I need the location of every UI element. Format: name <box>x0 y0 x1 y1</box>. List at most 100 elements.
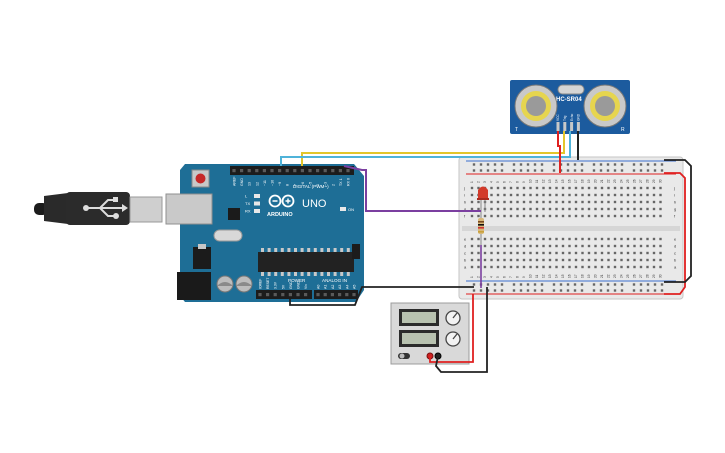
breadboard-hole[interactable] <box>581 244 584 248</box>
usb-port[interactable] <box>165 193 213 225</box>
breadboard-hole[interactable] <box>613 251 617 255</box>
breadboard-hole[interactable] <box>581 214 584 218</box>
breadboard-hole[interactable] <box>483 237 487 241</box>
breadboard-hole[interactable] <box>600 193 604 197</box>
sensor-pin[interactable] <box>576 122 580 131</box>
breadboard-hole[interactable] <box>535 251 539 255</box>
sensor-pin[interactable] <box>556 122 560 131</box>
breadboard-hole[interactable] <box>509 244 513 248</box>
breadboard-hole[interactable] <box>483 214 487 218</box>
breadboard-hole[interactable] <box>483 251 487 255</box>
rail-hole[interactable] <box>512 289 516 292</box>
breadboard-hole[interactable] <box>516 237 519 241</box>
breadboard-hole[interactable] <box>568 193 571 197</box>
rail-hole[interactable] <box>592 289 596 292</box>
rail-hole[interactable] <box>573 169 577 172</box>
rail-hole[interactable] <box>519 163 523 166</box>
breadboard-hole[interactable] <box>529 193 532 197</box>
breadboard-hole[interactable] <box>620 214 623 218</box>
wire-red-vcc[interactable] <box>557 131 561 173</box>
rail-hole[interactable] <box>632 283 636 286</box>
rail-hole[interactable] <box>566 169 570 172</box>
breadboard-hole[interactable] <box>470 207 474 211</box>
breadboard-hole[interactable] <box>490 237 493 241</box>
breadboard-hole[interactable] <box>600 244 604 248</box>
breadboard-hole[interactable] <box>555 207 558 211</box>
reset-button[interactable] <box>191 169 210 188</box>
breadboard-hole[interactable] <box>594 251 597 255</box>
breadboard-hole[interactable] <box>659 193 662 197</box>
breadboard-hole[interactable] <box>652 244 656 248</box>
rail-hole[interactable] <box>479 163 483 166</box>
breadboard-hole[interactable] <box>490 200 493 204</box>
breadboard-hole[interactable] <box>529 251 532 255</box>
breadboard-hole[interactable] <box>535 193 539 197</box>
breadboard-hole[interactable] <box>503 244 506 248</box>
breadboard-hole[interactable] <box>561 258 565 262</box>
rail-hole[interactable] <box>540 163 544 166</box>
breadboard-hole[interactable] <box>600 186 604 190</box>
breadboard-hole[interactable] <box>561 207 565 211</box>
wire-red-supply[interactable] <box>429 294 474 363</box>
resistor[interactable] <box>478 212 484 245</box>
wire-black-supply[interactable] <box>435 287 488 373</box>
rail-hole[interactable] <box>552 283 556 286</box>
voltage-knob[interactable] <box>445 310 461 326</box>
breadboard-hole[interactable] <box>542 214 545 218</box>
breadboard-hole[interactable] <box>535 214 539 218</box>
rail-hole[interactable] <box>632 169 636 172</box>
rail-hole[interactable] <box>486 289 490 292</box>
breadboard-hole[interactable] <box>477 244 480 248</box>
breadboard-hole[interactable] <box>574 214 578 218</box>
sensor-pin[interactable] <box>563 122 567 131</box>
breadboard-hole[interactable] <box>548 244 552 248</box>
breadboard-hole[interactable] <box>522 244 526 248</box>
breadboard-hole[interactable] <box>529 214 532 218</box>
breadboard-hole[interactable] <box>561 244 565 248</box>
breadboard-hole[interactable] <box>548 237 552 241</box>
analog-pin-hole[interactable] <box>316 293 320 297</box>
breadboard-hole[interactable] <box>522 193 526 197</box>
breadboard-hole[interactable] <box>639 214 643 218</box>
breadboard-hole[interactable] <box>561 237 565 241</box>
breadboard-hole[interactable] <box>652 193 656 197</box>
breadboard-hole[interactable] <box>613 207 617 211</box>
breadboard-hole[interactable] <box>516 207 519 211</box>
breadboard-hole[interactable] <box>535 258 539 262</box>
breadboard-hole[interactable] <box>613 244 617 248</box>
breadboard-hole[interactable] <box>490 214 493 218</box>
breadboard-hole[interactable] <box>477 207 480 211</box>
wire-cyan-echo[interactable] <box>280 131 571 166</box>
breadboard-hole[interactable] <box>587 214 591 218</box>
breadboard-hole[interactable] <box>607 258 610 262</box>
breadboard-hole[interactable] <box>516 214 519 218</box>
breadboard-hole[interactable] <box>659 244 662 248</box>
rail-hole[interactable] <box>512 169 516 172</box>
rail-hole[interactable] <box>519 169 523 172</box>
rail-hole[interactable] <box>646 289 650 292</box>
rail-hole[interactable] <box>519 283 523 286</box>
breadboard-hole[interactable] <box>555 244 558 248</box>
breadboard-hole[interactable] <box>659 214 662 218</box>
breadboard-hole[interactable] <box>522 265 526 269</box>
breadboard-hole[interactable] <box>652 214 656 218</box>
breadboard-hole[interactable] <box>587 200 591 204</box>
breadboard-hole[interactable] <box>633 244 636 248</box>
breadboard-hole[interactable] <box>639 207 643 211</box>
rail-hole[interactable] <box>620 283 624 286</box>
breadboard-hole[interactable] <box>477 200 480 204</box>
breadboard-hole[interactable] <box>542 258 545 262</box>
breadboard-hole[interactable] <box>483 258 487 262</box>
rail-hole[interactable] <box>660 169 664 172</box>
breadboard-hole[interactable] <box>620 244 623 248</box>
breadboard-hole[interactable] <box>646 265 649 269</box>
breadboard-hole[interactable] <box>503 214 506 218</box>
rail-hole[interactable] <box>580 163 584 166</box>
breadboard-hole[interactable] <box>639 244 643 248</box>
breadboard-hole[interactable] <box>548 207 552 211</box>
dc-power-supply[interactable] <box>390 302 470 365</box>
breadboard-hole[interactable] <box>620 251 623 255</box>
breadboard-hole[interactable] <box>483 244 487 248</box>
